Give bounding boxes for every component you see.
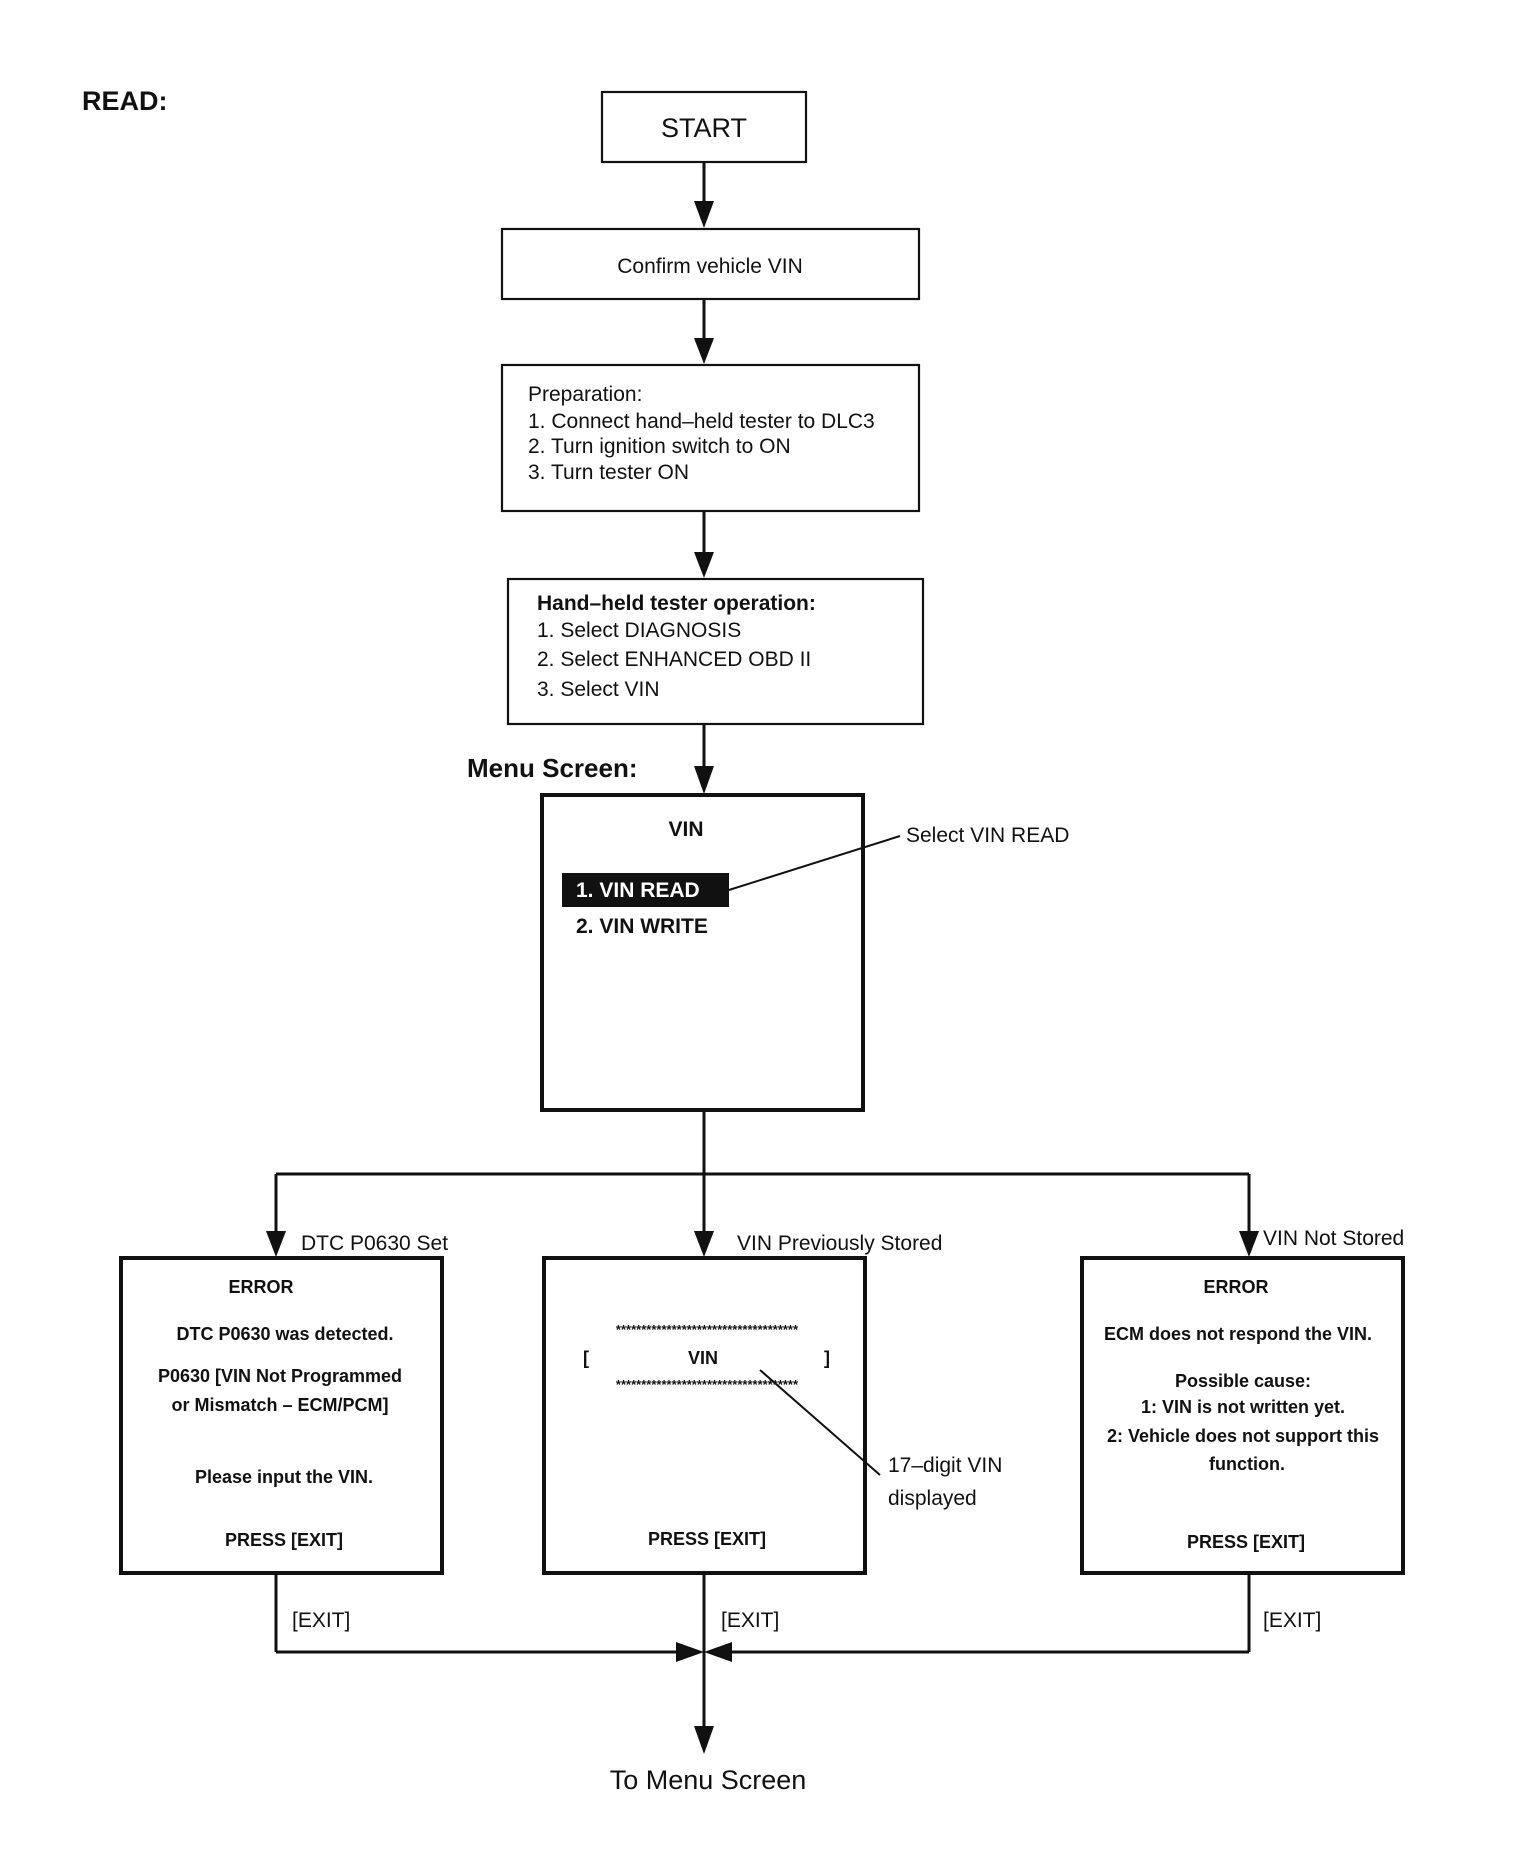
branch-label-not-stored: VIN Not Stored (1263, 1227, 1404, 1250)
arrowhead (694, 201, 714, 228)
arrowhead (704, 1642, 732, 1662)
arrowhead (694, 552, 714, 578)
menu-option-vin-read[interactable]: 1. VIN READ (576, 879, 700, 902)
end-label: To Menu Screen (610, 1765, 807, 1795)
branch-label-dtc: DTC P0630 Set (301, 1232, 448, 1255)
arrowhead (266, 1231, 286, 1257)
press-exit-text: PRESS [EXIT] (225, 1530, 343, 1550)
vin-callout-line1: 17–digit VIN (888, 1454, 1002, 1477)
vin-placeholder: VIN (688, 1348, 718, 1368)
press-exit-text: PRESS [EXIT] (1187, 1532, 1305, 1552)
not-stored-error-text: function. (1209, 1454, 1285, 1474)
arrowhead (1239, 1231, 1259, 1257)
confirm-vin-box (500, 227, 921, 301)
tester-operation-step: 3. Select VIN (537, 678, 660, 701)
exit-label-right: [EXIT] (1263, 1609, 1321, 1632)
dtc-error-screen (119, 1256, 444, 1575)
start-box (600, 90, 808, 164)
menu-option-vin-write[interactable]: 2. VIN WRITE (576, 915, 708, 938)
not-stored-error-text: Possible cause: (1175, 1371, 1311, 1391)
dtc-error-text: or Mismatch – ECM/PCM] (171, 1395, 388, 1415)
preparation-step: 2. Turn ignition switch to ON (528, 435, 791, 458)
vin-bracket-left: [ (583, 1348, 589, 1368)
dtc-error-text: Please input the VIN. (195, 1467, 373, 1487)
dtc-error-text: DTC P0630 was detected. (176, 1324, 393, 1344)
start-label: START (661, 113, 747, 143)
confirm-vin-label: Confirm vehicle VIN (617, 255, 803, 278)
arrowhead (694, 1726, 714, 1754)
vin-display-screen (542, 1256, 867, 1575)
page-title: READ: (82, 86, 168, 116)
tester-operation-heading: Hand–held tester operation: (537, 592, 816, 615)
vin-bracket-right: ] (824, 1348, 830, 1368)
menu-callout-label: Select VIN READ (906, 824, 1069, 847)
preparation-box (500, 363, 921, 513)
branch-label-stored: VIN Previously Stored (737, 1232, 942, 1255)
dtc-error-text: P0630 [VIN Not Programmed (158, 1366, 402, 1386)
preparation-step: 3. Turn tester ON (528, 461, 689, 484)
vin-callout-line2: displayed (888, 1487, 977, 1510)
vin-stars-top: ************************************ (616, 1322, 799, 1337)
dtc-error-title: ERROR (228, 1277, 293, 1297)
preparation-step: 1. Connect hand–held tester to DLC3 (528, 410, 875, 433)
arrowhead (694, 338, 714, 364)
menu-screen-title: VIN (668, 818, 703, 841)
vin-stars-bottom: ************************************ (616, 1377, 799, 1392)
not-stored-error-title: ERROR (1203, 1277, 1268, 1297)
arrowhead (694, 766, 714, 794)
menu-screen (540, 793, 865, 1112)
tester-operation-step: 2. Select ENHANCED OBD II (537, 648, 811, 671)
arrowhead (676, 1642, 704, 1662)
not-stored-error-text: 2: Vehicle does not support this (1107, 1426, 1379, 1446)
not-stored-error-text: ECM does not respond the VIN. (1104, 1324, 1372, 1344)
preparation-heading: Preparation: (528, 383, 642, 406)
exit-label-center: [EXIT] (721, 1609, 779, 1632)
callout-line (728, 835, 901, 891)
arrowhead (694, 1231, 714, 1257)
exit-label-left: [EXIT] (292, 1609, 350, 1632)
tester-operation-box (506, 577, 925, 726)
menu-screen-label: Menu Screen: (467, 753, 638, 783)
menu-option-highlight[interactable] (562, 873, 729, 907)
callout-line (759, 1369, 881, 1476)
tester-operation-step: 1. Select DIAGNOSIS (537, 619, 741, 642)
not-stored-error-screen (1080, 1256, 1405, 1575)
press-exit-text: PRESS [EXIT] (648, 1529, 766, 1549)
not-stored-error-text: 1: VIN is not written yet. (1141, 1397, 1345, 1417)
